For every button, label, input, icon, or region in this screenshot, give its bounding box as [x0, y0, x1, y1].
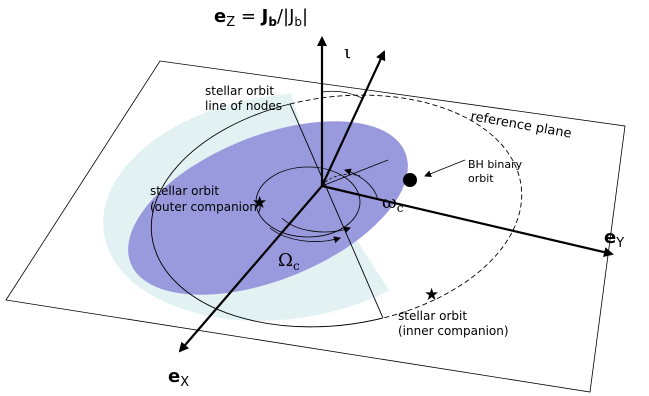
line-of-nodes-label-1: stellar orbit	[205, 84, 274, 98]
inner-dashed-arc	[321, 173, 361, 187]
axis-j-tilted	[321, 50, 386, 187]
inclination-label: ι	[344, 42, 351, 63]
bh-binary-pointer	[424, 159, 466, 178]
inner-companion-label-2: (inner companion)	[398, 324, 509, 338]
small-inner-circle	[255, 166, 361, 238]
inclination-arc	[321, 90, 363, 99]
outer-companion-label-1: stellar orbit	[150, 184, 219, 198]
bh-binary-label-2: orbit	[468, 172, 494, 185]
outer-companion-label-2: (outer companion)	[150, 200, 262, 214]
reference-plane-label: reference plane	[469, 109, 572, 142]
omega-big-label: Ωc	[278, 250, 300, 273]
periapsis-line	[321, 159, 389, 187]
x-axis-label: eX	[168, 366, 189, 390]
line-of-nodes	[289, 103, 384, 319]
y-axis-label: eY	[604, 227, 624, 251]
inner-companion-star-icon: ★	[424, 285, 439, 305]
omega-big-arc-2	[281, 217, 351, 234]
outer-orbit-outline-dashed	[289, 94, 523, 319]
line-of-nodes-label-2: line of nodes	[205, 99, 282, 113]
bh-binary-label-1: BH binary	[468, 158, 523, 171]
inner-companion-label-1: stellar orbit	[398, 309, 467, 323]
reference-plane-outline	[5, 60, 626, 393]
omega-big-arc-1	[269, 227, 341, 244]
outer-orbit-outline-solid	[150, 103, 384, 328]
axis-y	[321, 184, 614, 258]
omega-small-label: ωc	[382, 192, 404, 215]
outer-companion-star-icon: ★	[252, 193, 267, 213]
z-axis-label: eZ = Jb/|Jb|	[214, 6, 308, 30]
axis-x	[178, 185, 323, 353]
bh-binary-dot	[403, 173, 417, 187]
bh-binary-orbit-ellipse	[128, 121, 408, 295]
omega-c-arc	[344, 168, 379, 201]
